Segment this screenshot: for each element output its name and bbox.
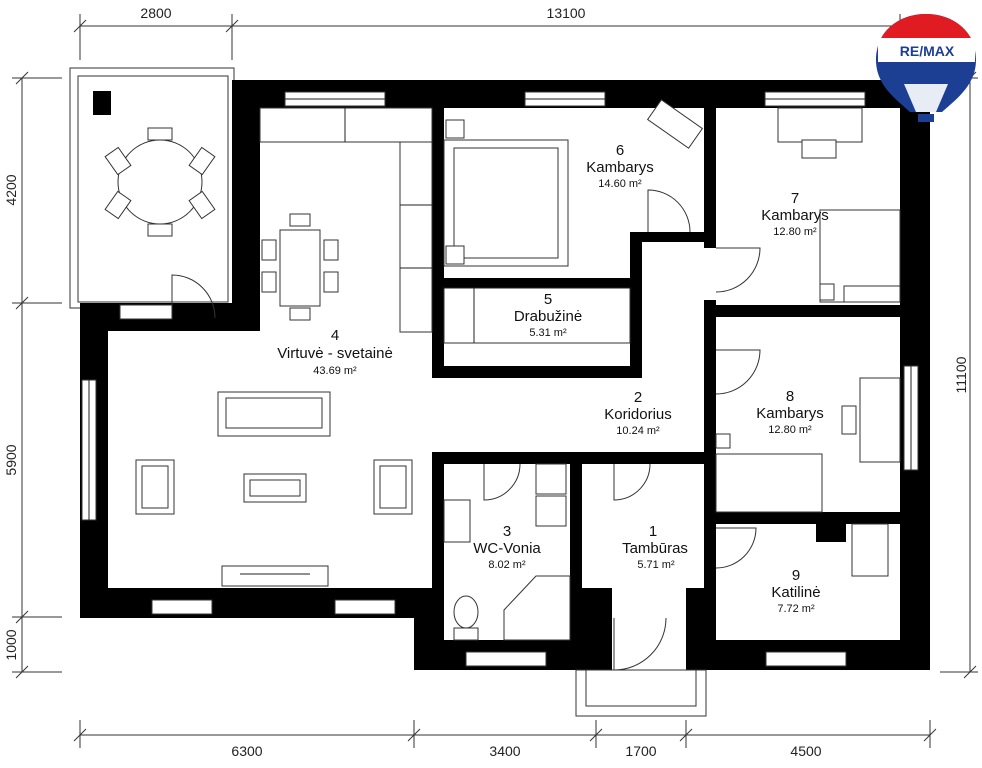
room-9-number: 9 bbox=[792, 567, 800, 584]
remax-logo-text: RE/MAX bbox=[900, 43, 955, 59]
dim-bottom-2: 3400 bbox=[489, 743, 520, 759]
room-2-area: 10.24 m² bbox=[616, 425, 660, 437]
furniture bbox=[135, 99, 901, 641]
room-4-name: Virtuvė - svetainė bbox=[277, 345, 393, 362]
room-1-number: 1 bbox=[649, 523, 657, 540]
dim-bottom-3: 1700 bbox=[625, 743, 656, 759]
interior-walls bbox=[432, 108, 900, 660]
dim-left-1: 4200 bbox=[3, 174, 19, 205]
room-5-area: 5.31 m² bbox=[529, 327, 567, 339]
room-9-area: 7.72 m² bbox=[777, 603, 815, 615]
dim-left-2: 5900 bbox=[3, 444, 19, 475]
windows bbox=[81, 91, 919, 667]
room-2-name: Koridorius bbox=[604, 406, 672, 423]
pillar-icon bbox=[93, 91, 111, 115]
room-7-name: Kambarys bbox=[761, 207, 829, 224]
room-3-name: WC-Vonia bbox=[473, 540, 541, 557]
room-5-name: Drabužinė bbox=[514, 308, 582, 325]
room-7-number: 7 bbox=[791, 190, 799, 207]
room-6-number: 6 bbox=[616, 142, 624, 159]
room-1-area: 5.71 m² bbox=[637, 559, 675, 571]
dim-bottom-1: 6300 bbox=[231, 743, 262, 759]
dimension-lines bbox=[12, 14, 978, 748]
room-5-number: 5 bbox=[544, 291, 552, 308]
room-8-area: 12.80 m² bbox=[768, 424, 812, 436]
room-6-name: Kambarys bbox=[586, 159, 654, 176]
remax-logo: RE/MAX bbox=[876, 14, 976, 122]
room-9-name: Katilinė bbox=[771, 584, 820, 601]
room-1-name: Tambūras bbox=[622, 540, 688, 557]
dim-right-1: 11100 bbox=[953, 356, 969, 393]
room-7-area: 12.80 m² bbox=[773, 226, 817, 238]
room-4-area: 43.69 m² bbox=[313, 365, 357, 377]
room-labels: 1 Tambūras 5.71 m² 2 Koridorius 10.24 m²… bbox=[277, 142, 829, 615]
room-8-name: Kambarys bbox=[756, 405, 824, 422]
room-6-area: 14.60 m² bbox=[598, 178, 642, 190]
dim-top-1: 2800 bbox=[140, 5, 171, 21]
dim-top-2: 13100 bbox=[547, 5, 586, 21]
room-8-number: 8 bbox=[786, 388, 794, 405]
room-2-number: 2 bbox=[634, 389, 642, 406]
round-table bbox=[117, 139, 203, 225]
room-3-area: 8.02 m² bbox=[488, 559, 526, 571]
dim-bottom-4: 4500 bbox=[790, 743, 821, 759]
terrace bbox=[69, 67, 235, 309]
doors bbox=[171, 189, 761, 671]
entry-step bbox=[575, 669, 707, 717]
room-3-number: 3 bbox=[503, 523, 511, 540]
room-4-number: 4 bbox=[331, 327, 339, 344]
dim-left-3: 1000 bbox=[3, 629, 19, 660]
